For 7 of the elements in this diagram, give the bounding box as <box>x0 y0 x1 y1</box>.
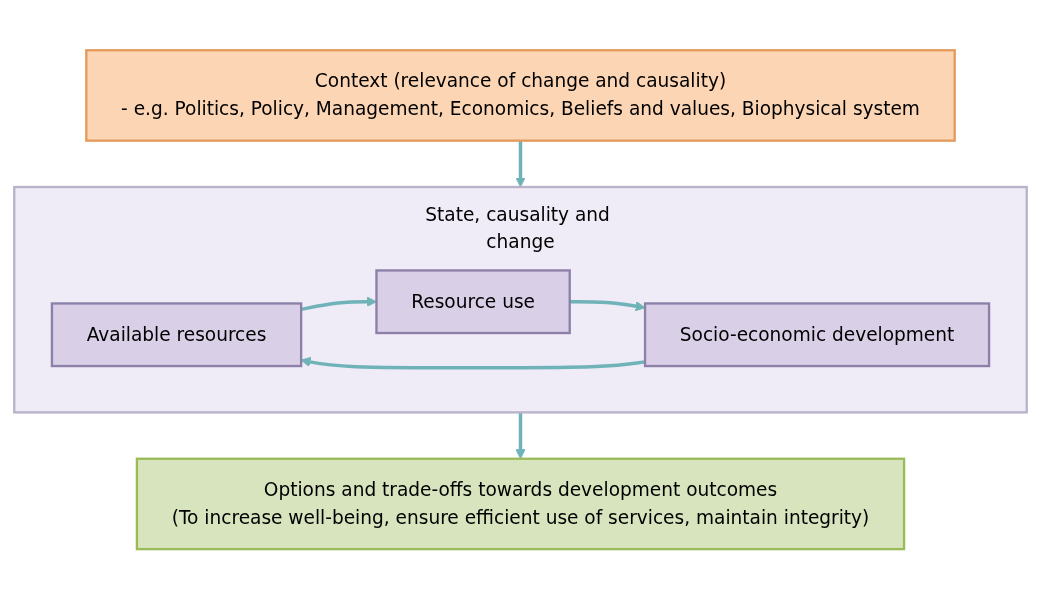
node-box: Options and trade-offs towards development outcomes (To increase well-being, ensure efficient use of services, maintain integrity) <box>135 457 906 551</box>
arrow <box>515 412 526 459</box>
node-box: Available resources <box>50 302 303 367</box>
node-box: Resource use <box>375 269 571 334</box>
arrow <box>569 299 646 312</box>
node-box: Context (relevance of change and causality) - e.g. Politics, Policy, Management, Economics, Beliefs and values, Biophysical system <box>85 48 956 142</box>
node-box: Socio-economic development <box>643 302 991 367</box>
